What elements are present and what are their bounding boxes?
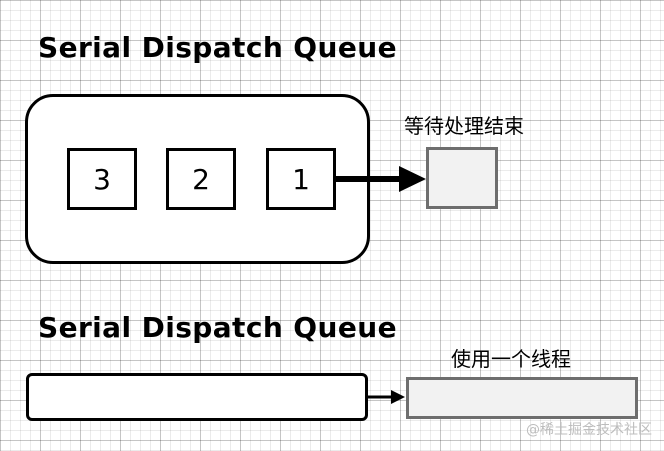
task-box-3: 3 [67,148,137,210]
bottom-arrow [368,390,405,404]
task-label-3: 3 [93,162,111,196]
wait-label: 等待处理结束 [404,114,524,138]
bottom-arrow-head [391,390,405,404]
thread-label: 使用一个线程 [451,347,571,371]
top-arrow-head [399,166,426,192]
task-box-2: 2 [166,148,236,210]
task-label-1: 1 [292,162,310,196]
thread-output-box [406,377,638,419]
wait-output-box [426,147,498,209]
watermark: @稀土掘金技术社区 [526,422,652,438]
top-queue-title: Serial Dispatch Queue [38,31,397,64]
task-label-2: 2 [192,162,210,196]
bottom-queue-title: Serial Dispatch Queue [38,311,397,344]
top-arrow [336,166,426,192]
task-box-1: 1 [266,148,336,210]
serial-queue-bar [26,373,368,421]
